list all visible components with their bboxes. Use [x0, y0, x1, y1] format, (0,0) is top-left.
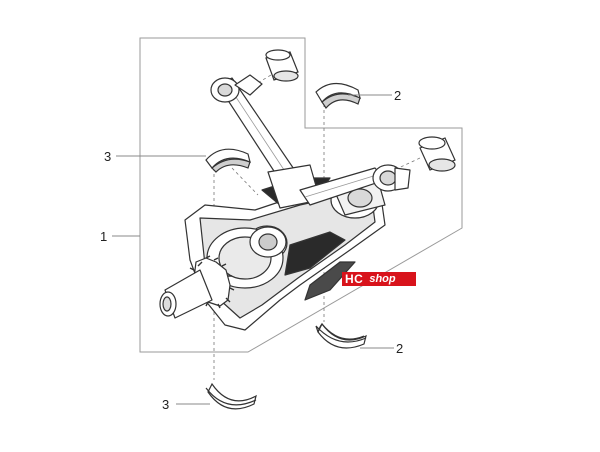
- connecting-rod-right: [299, 164, 411, 206]
- bushing-right: [418, 136, 456, 172]
- bearing-shell-lower-right: [315, 322, 367, 349]
- bearing-shell-upper-left: [205, 148, 251, 173]
- leader-lines: [112, 94, 394, 405]
- watermark-brand-a: HC: [345, 272, 364, 286]
- callout-3-top: 3: [104, 149, 111, 164]
- bearing-shell-lower-left: [205, 382, 257, 410]
- callout-1: 1: [100, 229, 107, 244]
- callout-2-bottom: 2: [396, 341, 403, 356]
- callout-3-bottom: 3: [162, 397, 169, 412]
- bushing-top: [265, 49, 299, 82]
- watermark-brand-b: shop: [369, 273, 396, 285]
- callout-2-top: 2: [394, 88, 401, 103]
- connecting-rod-left: [210, 74, 321, 209]
- crankshaft: [159, 177, 386, 331]
- assembly-frame: [139, 37, 463, 353]
- hcshop-watermark: HC shop: [342, 272, 416, 286]
- bearing-shell-upper-right: [315, 82, 361, 109]
